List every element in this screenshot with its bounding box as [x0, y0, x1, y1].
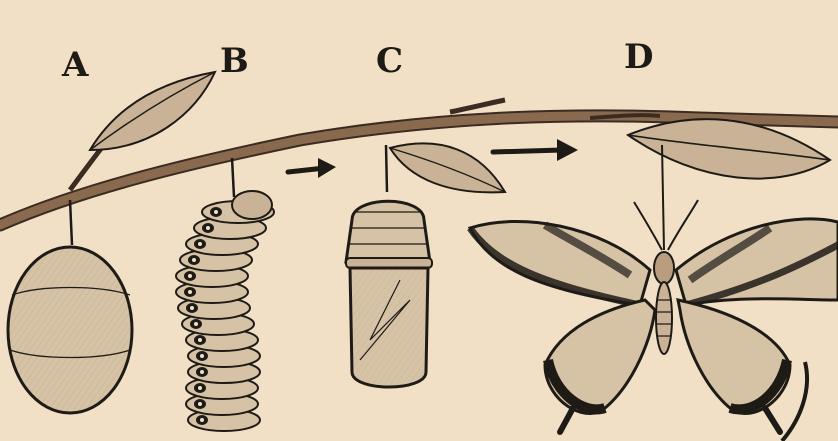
caterpillar-spot-center: [214, 210, 218, 214]
stage-label-d: D: [624, 40, 653, 74]
caterpillar-spot-center: [198, 402, 202, 406]
egg-icon: [8, 200, 132, 413]
arrow-icon: [288, 158, 336, 178]
leaf-right: [628, 119, 830, 178]
caterpillar-head: [232, 191, 272, 219]
stage-label-c: C: [376, 44, 403, 78]
caterpillar-spot-center: [194, 322, 198, 326]
leaf-left: [90, 72, 215, 150]
caterpillar-icon: [176, 158, 274, 431]
stage-label-a: A: [62, 48, 88, 82]
leaf-center: [390, 143, 505, 192]
caterpillar-spot-center: [192, 258, 196, 262]
caterpillar-spot-center: [200, 354, 204, 358]
caterpillar-spot-center: [198, 242, 202, 246]
arrow-icon: [493, 139, 578, 161]
pupa-icon: [346, 145, 432, 387]
caterpillar-spot-center: [206, 226, 210, 230]
butterfly-icon: [470, 145, 838, 432]
caterpillar-spot-center: [190, 306, 194, 310]
caterpillar-spot-center: [200, 370, 204, 374]
caterpillar-spot-center: [188, 274, 192, 278]
caterpillar-spot-center: [198, 386, 202, 390]
caterpillar-spot-center: [188, 290, 192, 294]
stage-label-b: B: [220, 44, 249, 78]
caterpillar-spot-center: [200, 418, 204, 422]
caterpillar-spot-center: [198, 338, 202, 342]
